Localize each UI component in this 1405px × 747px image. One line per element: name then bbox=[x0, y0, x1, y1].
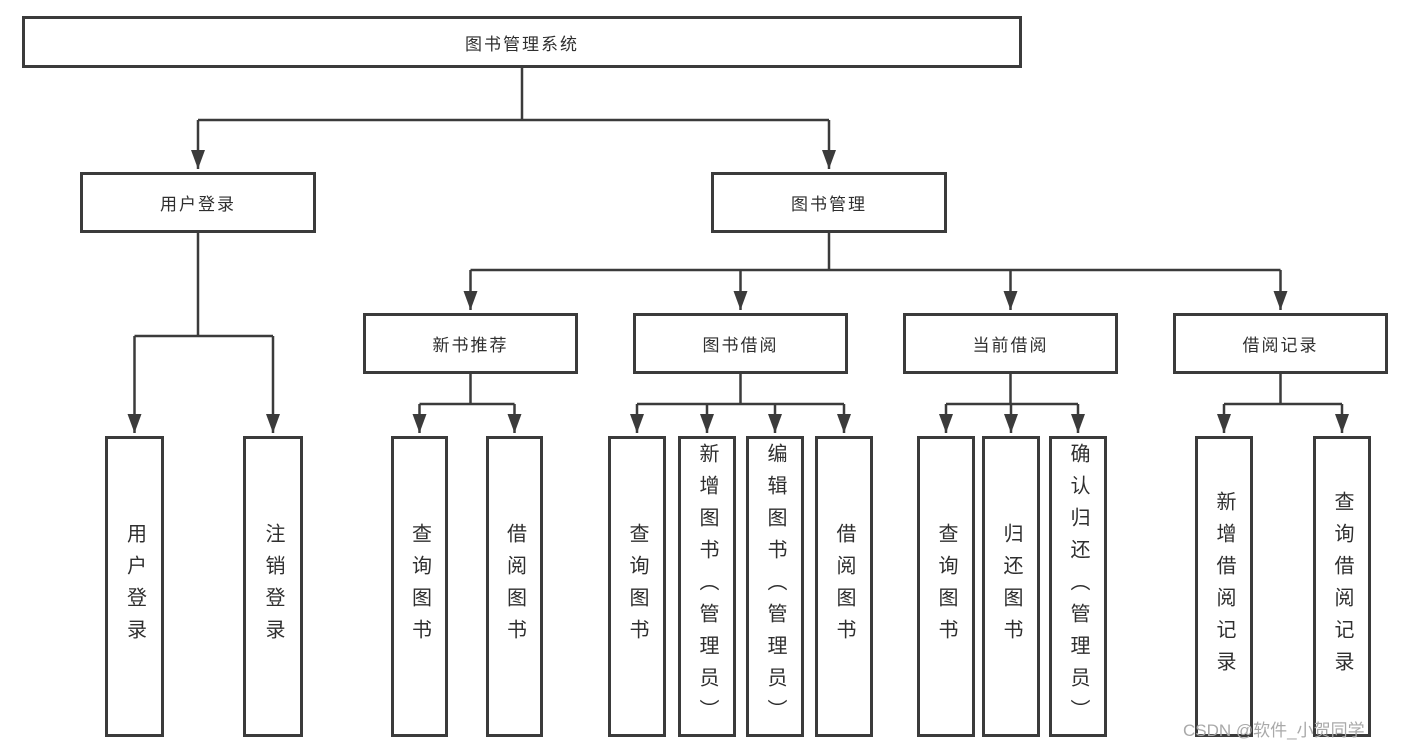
node-borrow-records: 借阅记录 bbox=[1173, 313, 1388, 374]
node-label: 用户登录 bbox=[160, 195, 236, 214]
node-label: 查询图书 bbox=[626, 522, 648, 651]
leaf-current-return-book: 归还图书 bbox=[982, 436, 1040, 737]
node-label: 用户登录 bbox=[123, 522, 146, 651]
csdn-watermark: CSDN @软件_小贺同学 bbox=[1183, 721, 1365, 740]
node-label: 查询图书 bbox=[408, 522, 431, 651]
leaf-records-add-record: 新增借阅记录 bbox=[1195, 436, 1253, 737]
node-label: 借阅图书 bbox=[503, 522, 526, 651]
node-label: 编辑图书（管理员） bbox=[764, 442, 786, 731]
connector-user-login-bus bbox=[134, 233, 273, 338]
node-label: 新增借阅记录 bbox=[1213, 490, 1235, 683]
node-label: 图书管理系统 bbox=[465, 34, 579, 54]
leaf-borrow-add-book-admin: 新增图书（管理员） bbox=[678, 436, 736, 737]
leaf-recommend-query-book: 查询图书 bbox=[391, 436, 448, 737]
leaf-records-query-record: 查询借阅记录 bbox=[1313, 436, 1371, 737]
leaf-current-confirm-return-admin: 确认归还（管理员） bbox=[1049, 436, 1107, 737]
leaf-borrow-edit-book-admin: 编辑图书（管理员） bbox=[746, 436, 804, 737]
node-label: 借阅记录 bbox=[1242, 336, 1319, 355]
node-book-management: 图书管理 bbox=[711, 172, 947, 233]
node-label: 新书推荐 bbox=[432, 336, 509, 355]
node-label: 当前借阅 bbox=[972, 336, 1049, 355]
node-current-borrow: 当前借阅 bbox=[903, 313, 1118, 374]
node-user-login: 用户登录 bbox=[80, 172, 316, 233]
leaf-current-query-book: 查询图书 bbox=[917, 436, 975, 737]
leaf-borrow-query-book: 查询图书 bbox=[608, 436, 666, 737]
leaf-recommend-borrow-book: 借阅图书 bbox=[486, 436, 543, 737]
node-label: 借阅图书 bbox=[833, 522, 855, 651]
node-new-book-recommend: 新书推荐 bbox=[363, 313, 578, 374]
node-label: 归还图书 bbox=[1000, 522, 1022, 651]
leaf-user-login: 用户登录 bbox=[105, 436, 164, 737]
connector-new-book-bus bbox=[419, 374, 515, 406]
connector-borrow-records-bus bbox=[1224, 374, 1342, 406]
node-label: 查询图书 bbox=[935, 522, 957, 651]
node-book-borrow: 图书借阅 bbox=[633, 313, 848, 374]
leaf-logout-login: 注销登录 bbox=[243, 436, 303, 737]
node-root-system: 图书管理系统 bbox=[22, 16, 1022, 68]
connector-root-bus bbox=[198, 68, 829, 122]
node-label: 新增图书（管理员） bbox=[696, 442, 718, 731]
node-label: 图书借阅 bbox=[702, 336, 779, 355]
node-label: 查询借阅记录 bbox=[1331, 490, 1353, 683]
connector-current-borrow-bus bbox=[946, 374, 1078, 406]
leaf-borrow-borrow-book: 借阅图书 bbox=[815, 436, 873, 737]
connector-book-management-bus bbox=[470, 233, 1281, 272]
connector-book-borrow-bus bbox=[637, 374, 844, 406]
node-label: 确认归还（管理员） bbox=[1067, 442, 1089, 731]
node-label: 注销登录 bbox=[262, 522, 284, 651]
node-label: 图书管理 bbox=[791, 195, 867, 214]
